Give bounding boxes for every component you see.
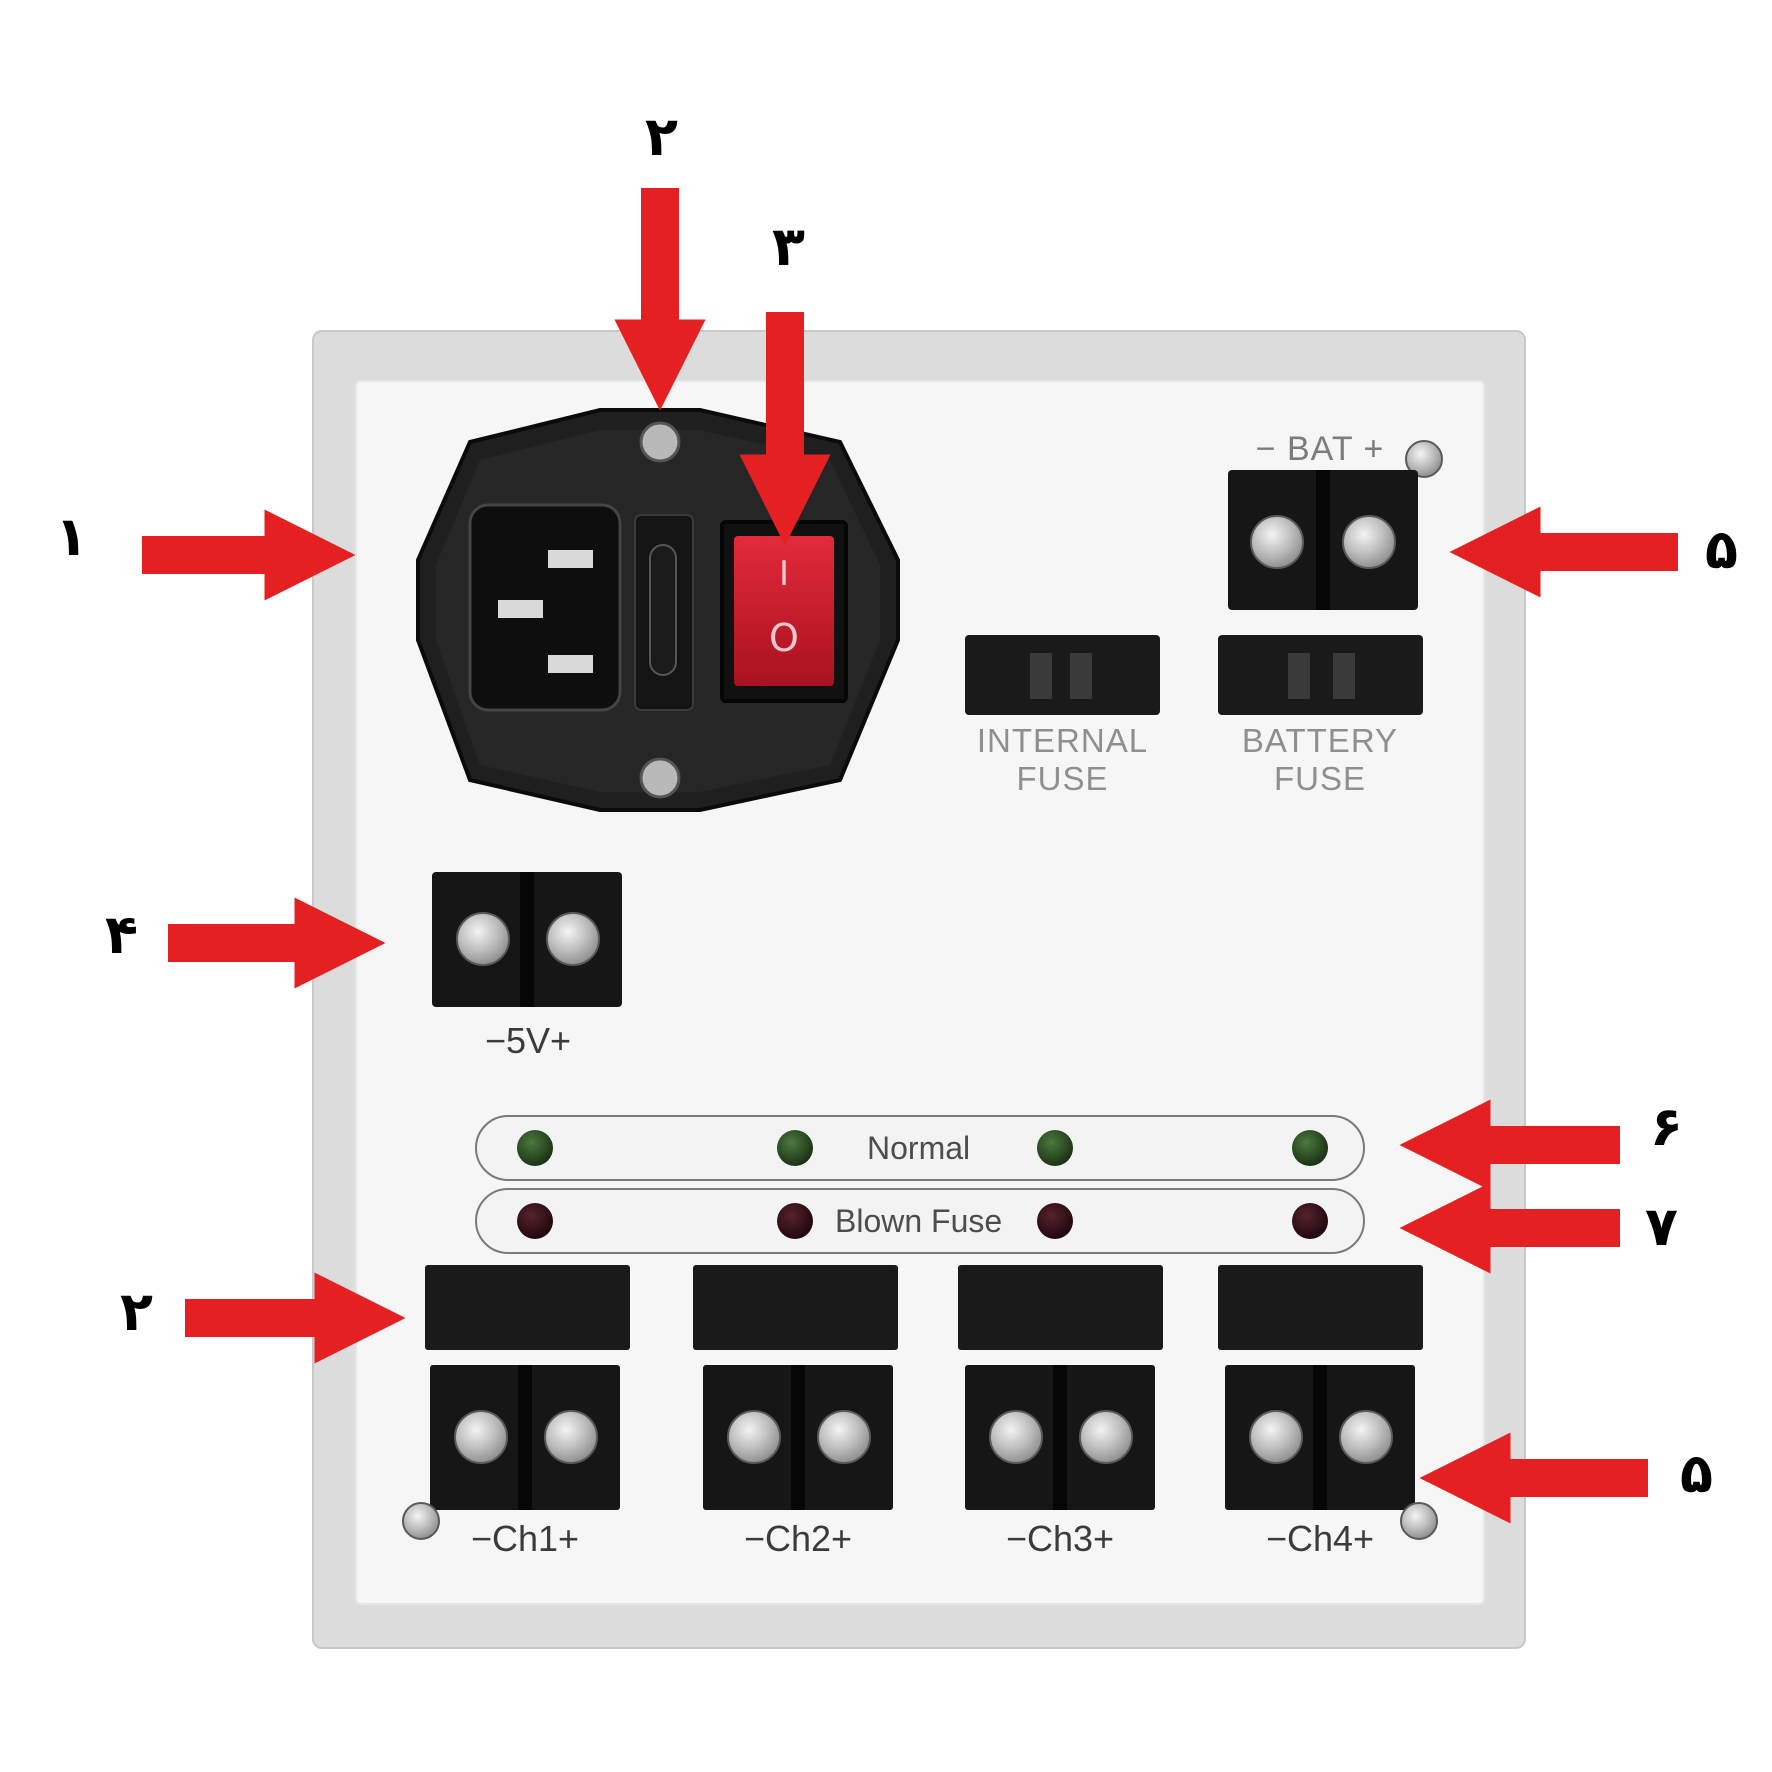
bat-minus-screw[interactable] <box>1250 515 1304 569</box>
battery-fuse-label-line2: FUSE <box>1273 760 1366 797</box>
normal-led-ch4 <box>1292 1130 1328 1166</box>
power-switch-rocker[interactable]: I O <box>734 536 834 686</box>
blown-led-ch2 <box>777 1203 813 1239</box>
bat-label: − BAT + <box>1255 430 1385 468</box>
ch1-plus-screw[interactable] <box>544 1410 598 1464</box>
callout-5-top: ۵ <box>1705 518 1738 581</box>
bat-terminal-block <box>1228 470 1418 610</box>
module-screw-top <box>639 421 681 463</box>
blown-led-ch4 <box>1292 1203 1328 1239</box>
v5-plus-screw[interactable] <box>546 912 600 966</box>
bat-plus-screw[interactable] <box>1342 515 1396 569</box>
ch3-fuse-holder[interactable] <box>958 1265 1163 1350</box>
internal-fuse-holder[interactable] <box>965 635 1160 715</box>
switch-off-mark: O <box>769 616 799 660</box>
callout-7: ۷ <box>1645 1195 1678 1258</box>
callout-4: ۴ <box>105 903 138 966</box>
normal-led-strip: Normal <box>475 1115 1365 1181</box>
blown-fuse-led-strip: Blown Fuse <box>475 1188 1365 1254</box>
ch1-terminal-block <box>430 1365 620 1510</box>
ch2-fuse-holder[interactable] <box>693 1265 898 1350</box>
ch3-plus-screw[interactable] <box>1079 1410 1133 1464</box>
normal-led-ch1 <box>517 1130 553 1166</box>
blown-fuse-label: Blown Fuse <box>835 1203 1003 1239</box>
callout-6: ۶ <box>1650 1095 1683 1158</box>
ch1-label: −Ch1+ <box>470 1518 580 1559</box>
normal-led-ch3 <box>1037 1130 1073 1166</box>
v5-minus-screw[interactable] <box>456 912 510 966</box>
ch2-terminal-block <box>703 1365 893 1510</box>
ch2-label: −Ch2+ <box>743 1518 853 1559</box>
internal-fuse-label-line1: INTERNAL <box>976 722 1149 759</box>
ch3-terminal-block <box>965 1365 1155 1510</box>
v5-label: −5V+ <box>484 1020 572 1061</box>
ch4-terminal-block <box>1225 1365 1415 1510</box>
callout-3: ۳ <box>772 215 805 278</box>
ch4-fuse-holder[interactable] <box>1218 1265 1423 1350</box>
internal-fuse-label-line2: FUSE <box>1016 760 1109 797</box>
ch4-label: −Ch4+ <box>1265 1518 1375 1559</box>
power-switch[interactable]: I O <box>720 520 848 703</box>
callout-2-top: ۲ <box>645 105 678 168</box>
ch4-minus-screw[interactable] <box>1249 1410 1303 1464</box>
ch3-minus-screw[interactable] <box>989 1410 1043 1464</box>
ch3-label: −Ch3+ <box>1005 1518 1115 1559</box>
battery-fuse-label-line1: BATTERY <box>1241 722 1399 759</box>
blown-led-ch1 <box>517 1203 553 1239</box>
ch1-minus-screw[interactable] <box>454 1410 508 1464</box>
callout-5-bottom: ۵ <box>1680 1442 1713 1505</box>
module-screw-bottom <box>639 757 681 799</box>
normal-label: Normal <box>867 1130 971 1166</box>
ch1-fuse-holder[interactable] <box>425 1265 630 1350</box>
blown-led-ch3 <box>1037 1203 1073 1239</box>
callout-1: ۱ <box>55 505 88 568</box>
switch-on-mark: I <box>778 554 790 594</box>
ch2-minus-screw[interactable] <box>727 1410 781 1464</box>
ch2-plus-screw[interactable] <box>817 1410 871 1464</box>
normal-led-ch2 <box>777 1130 813 1166</box>
battery-fuse-holder[interactable] <box>1218 635 1423 715</box>
callout-2-bottom: ۲ <box>120 1280 153 1343</box>
v5-terminal-block <box>432 872 622 1007</box>
ch4-plus-screw[interactable] <box>1339 1410 1393 1464</box>
panel-screw-bottom-left <box>402 1502 440 1540</box>
